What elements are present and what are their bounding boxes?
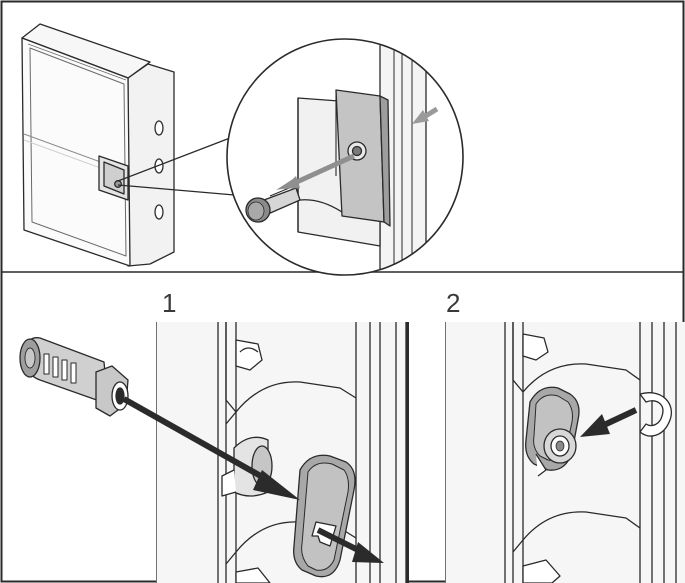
knockout-hole-1 [154,120,164,136]
enclosure-box [21,23,175,267]
enclosure-side-panel [127,63,175,267]
lock-cylinder [19,337,129,417]
rotate-arrow-step1 [316,527,384,563]
callout-leader-upper [117,132,244,182]
lock-cylinder-small [114,180,122,188]
enclosure-front-door [21,37,131,267]
retaining-clip [639,392,672,437]
knockout-hole-2 [154,158,164,174]
magnified-detail [226,38,464,276]
insert-clip-arrow-step2 [580,407,638,437]
step-2-panel [445,322,685,583]
callout-leader-lower [117,184,247,197]
step-2-number: 2 [446,288,461,318]
insert-arrow-step1 [122,396,300,500]
step-1-number: 1 [162,288,177,318]
push-arrow [412,106,439,124]
step-1-panel [19,322,409,583]
extracted-lock-plug [245,185,301,223]
knockout-hole-3 [154,204,164,220]
